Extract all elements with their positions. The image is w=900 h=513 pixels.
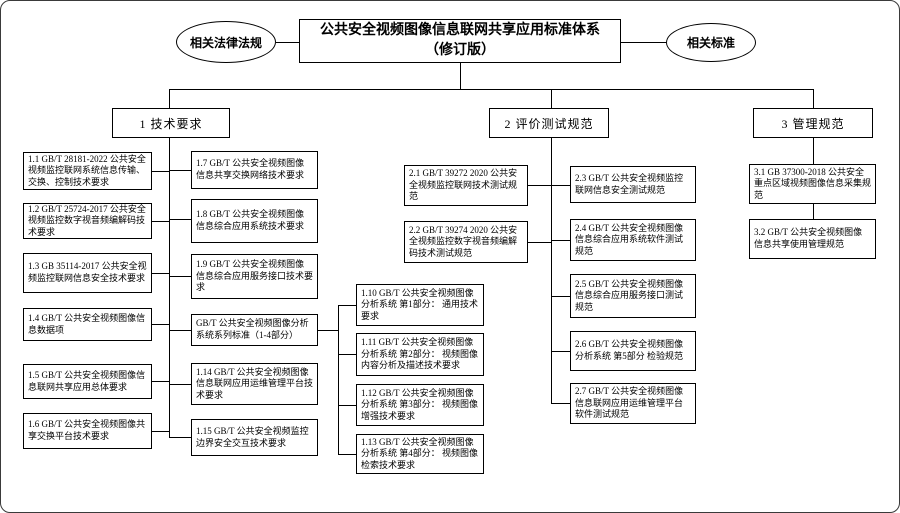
connector bbox=[813, 138, 814, 164]
connector bbox=[169, 384, 191, 385]
related-standards-label: 相关标准 bbox=[686, 36, 735, 50]
std-box-1-15: 1.15 GB/T 公共安全视频监控边界安全交互技术要求 bbox=[191, 419, 318, 456]
connector bbox=[813, 204, 814, 219]
connector bbox=[621, 42, 666, 43]
connector bbox=[169, 89, 170, 108]
connector bbox=[551, 240, 570, 241]
std-box-1-13: 1.13 GB/T 公共安全视频图像分析系统 第4部分： 视频图像检索技术要求 bbox=[356, 434, 484, 474]
connector bbox=[152, 431, 169, 432]
connector bbox=[551, 296, 570, 297]
std-box-1-7: 1.7 GB/T 公共安全视频图像信息共享交换网络技术要求 bbox=[191, 151, 318, 189]
branch1-label: 1 技术要求 bbox=[139, 116, 203, 131]
std-box-2-7-text: 2.7 GB/T 公共安全视频图像信息联网应用运维管理平台软件测试规范 bbox=[575, 386, 684, 420]
diagram-title-line2: （修订版） bbox=[425, 43, 495, 58]
diagram-title-box: 公共安全视频图像信息联网共享应用标准体系 （修订版） bbox=[299, 19, 621, 63]
std-box-3-1-text: 3.1 GB 37300-2018 公共安全重点区域视频图像信息采集规范 bbox=[754, 166, 872, 200]
branch-header-management-specs: 3 管理规范 bbox=[753, 108, 873, 138]
std-box-2-6-text: 2.6 GB/T 公共安全视频图像分析系统 第5部分 检验规范 bbox=[575, 339, 684, 361]
connector bbox=[169, 170, 191, 171]
std-box-1-2-text: 1.2 GB/T 25724-2017 公共安全视频监控数字视音频编解码技术要求 bbox=[28, 203, 146, 237]
std-box-1-14-text: 1.14 GB/T 公共安全视频图像信息联网应用运维管理平台技术要求 bbox=[196, 366, 314, 400]
connector bbox=[551, 351, 570, 352]
connector bbox=[338, 305, 339, 454]
connector bbox=[338, 305, 356, 306]
connector bbox=[169, 276, 191, 277]
std-box-1-12-text: 1.12 GB/T 公共安全视频图像分析系统 第3部分： 视频图像增强技术要求 bbox=[361, 387, 479, 421]
std-box-2-6: 2.6 GB/T 公共安全视频图像分析系统 第5部分 检验规范 bbox=[570, 331, 696, 371]
std-box-1-14: 1.14 GB/T 公共安全视频图像信息联网应用运维管理平台技术要求 bbox=[191, 363, 318, 405]
std-box-1-4-text: 1.4 GB/T 公共安全视频图像信息数据项 bbox=[28, 312, 146, 335]
related-standards-ellipse: 相关标准 bbox=[666, 23, 756, 62]
connector bbox=[169, 330, 191, 331]
std-box-1-5-text: 1.5 GB/T 公共安全视频图像信息联网共享应用总体要求 bbox=[28, 369, 146, 392]
std-box-3-2-text: 3.2 GB/T 公共安全视频图像信息共享使用管理规范 bbox=[754, 227, 863, 249]
std-box-1-3: 1.3 GB 35114-2017 公共安全视频监控联网信息安全技术要求 bbox=[23, 253, 152, 293]
connector bbox=[551, 185, 570, 186]
std-box-1-15-text: 1.15 GB/T 公共安全视频监控边界安全交互技术要求 bbox=[196, 425, 309, 448]
connector bbox=[152, 381, 169, 382]
std-box-1-6: 1.6 GB/T 公共安全视频图像共享交换平台技术要求 bbox=[23, 413, 152, 449]
connector bbox=[152, 171, 169, 172]
branch3-label: 3 管理规范 bbox=[781, 116, 845, 131]
std-box-2-2-text: 2.2 GB/T 39274 2020 公共安全视频监控数字视音频编解码技术测试… bbox=[409, 224, 518, 258]
connector bbox=[169, 138, 170, 437]
std-box-2-1-text: 2.1 GB/T 39272 2020 公共安全视频监控联网技术测试规范 bbox=[409, 168, 518, 202]
branch-header-evaluation-test-specs: 2 评价测试规范 bbox=[489, 108, 609, 138]
std-box-1-2: 1.2 GB/T 25724-2017 公共安全视频监控数字视音频编解码技术要求 bbox=[23, 203, 152, 239]
connector bbox=[338, 405, 356, 406]
std-box-1-1: 1.1 GB/T 28181-2022 公共安全视频监控联网系统信息传输、交换、… bbox=[23, 152, 152, 190]
std-box-1-8: 1.8 GB/T 公共安全视频图像信息综合应用系统技术要求 bbox=[191, 199, 318, 243]
std-box-2-4: 2.4 GB/T 公共安全视频图像信息综合应用系统软件测试规范 bbox=[570, 219, 696, 261]
related-laws-ellipse: 相关法律法规 bbox=[176, 21, 276, 63]
connector bbox=[152, 273, 169, 274]
connector bbox=[152, 324, 169, 325]
std-box-1-12: 1.12 GB/T 公共安全视频图像分析系统 第3部分： 视频图像增强技术要求 bbox=[356, 384, 484, 426]
connector bbox=[338, 354, 356, 355]
connector bbox=[551, 403, 570, 404]
connector bbox=[169, 437, 191, 438]
std-box-3-1: 3.1 GB 37300-2018 公共安全重点区域视频图像信息采集规范 bbox=[749, 164, 876, 204]
std-box-1-9: 1.9 GB/T 公共安全视频图像信息综合应用服务接口技术要求 bbox=[191, 254, 318, 299]
connector bbox=[338, 454, 356, 455]
connector bbox=[551, 138, 552, 403]
std-box-1-4: 1.4 GB/T 公共安全视频图像信息数据项 bbox=[23, 308, 152, 341]
connector bbox=[152, 221, 169, 222]
std-box-1-10: 1.10 GB/T 公共安全视频图像分析系统 第1部分： 通用技术要求 bbox=[356, 284, 484, 326]
std-box-2-5-text: 2.5 GB/T 公共安全视频图像信息综合应用服务接口测试规范 bbox=[575, 278, 684, 312]
related-laws-label: 相关法律法规 bbox=[189, 35, 262, 50]
std-box-1-6-text: 1.6 GB/T 公共安全视频图像共享交换平台技术要求 bbox=[28, 419, 146, 441]
connector bbox=[813, 89, 814, 108]
connector bbox=[528, 185, 551, 186]
diagram-title-line1: 公共安全视频图像信息联网共享应用标准体系 bbox=[320, 22, 600, 38]
connector bbox=[528, 242, 551, 243]
std-box-1-1-text: 1.1 GB/T 28181-2022 公共安全视频监控联网系统信息传输、交换、… bbox=[28, 153, 146, 187]
std-box-1-3-text: 1.3 GB 35114-2017 公共安全视频监控联网信息安全技术要求 bbox=[28, 261, 147, 283]
std-box-2-3: 2.3 GB/T 公共安全视频监控联网信息安全测试规范 bbox=[570, 166, 696, 203]
std-box-3-2: 3.2 GB/T 公共安全视频图像信息共享使用管理规范 bbox=[749, 219, 876, 259]
std-box-2-1: 2.1 GB/T 39272 2020 公共安全视频监控联网技术测试规范 bbox=[404, 165, 528, 206]
connector bbox=[276, 42, 299, 43]
std-box-2-5: 2.5 GB/T 公共安全视频图像信息综合应用服务接口测试规范 bbox=[570, 274, 696, 318]
std-box-1-8-text: 1.8 GB/T 公共安全视频图像信息综合应用系统技术要求 bbox=[196, 209, 305, 231]
std-box-2-2: 2.2 GB/T 39274 2020 公共安全视频监控数字视音频编解码技术测试… bbox=[404, 221, 528, 263]
std-box-1-10-text: 1.10 GB/T 公共安全视频图像分析系统 第1部分： 通用技术要求 bbox=[361, 287, 479, 321]
connector bbox=[460, 63, 461, 89]
std-box-1-series: GB/T 公共安全视频图像分析系统系列标准（1-4部分） bbox=[191, 314, 318, 346]
std-box-1-9-text: 1.9 GB/T 公共安全视频图像信息综合应用服务接口技术要求 bbox=[196, 259, 314, 293]
std-box-2-7: 2.7 GB/T 公共安全视频图像信息联网应用运维管理平台软件测试规范 bbox=[570, 383, 696, 424]
std-box-1-11-text: 1.11 GB/T 公共安全视频图像分析系统 第2部分： 视频图像内容分析及描述… bbox=[361, 337, 479, 371]
branch2-label: 2 评价测试规范 bbox=[504, 116, 594, 131]
std-box-1-11: 1.11 GB/T 公共安全视频图像分析系统 第2部分： 视频图像内容分析及描述… bbox=[356, 333, 484, 376]
branch-header-technical-requirements: 1 技术要求 bbox=[112, 108, 230, 138]
std-box-1-7-text: 1.7 GB/T 公共安全视频图像信息共享交换网络技术要求 bbox=[196, 158, 305, 180]
std-box-1-5: 1.5 GB/T 公共安全视频图像信息联网共享应用总体要求 bbox=[23, 364, 152, 399]
connector bbox=[169, 89, 814, 90]
connector bbox=[169, 219, 191, 220]
std-box-2-4-text: 2.4 GB/T 公共安全视频图像信息综合应用系统软件测试规范 bbox=[575, 222, 684, 256]
connector bbox=[551, 89, 552, 108]
std-box-2-3-text: 2.3 GB/T 公共安全视频监控联网信息安全测试规范 bbox=[575, 172, 684, 195]
std-box-1-13-text: 1.13 GB/T 公共安全视频图像分析系统 第4部分： 视频图像检索技术要求 bbox=[361, 436, 479, 470]
connector bbox=[318, 330, 338, 331]
std-box-1-series-text: GB/T 公共安全视频图像分析系统系列标准（1-4部分） bbox=[196, 318, 309, 340]
